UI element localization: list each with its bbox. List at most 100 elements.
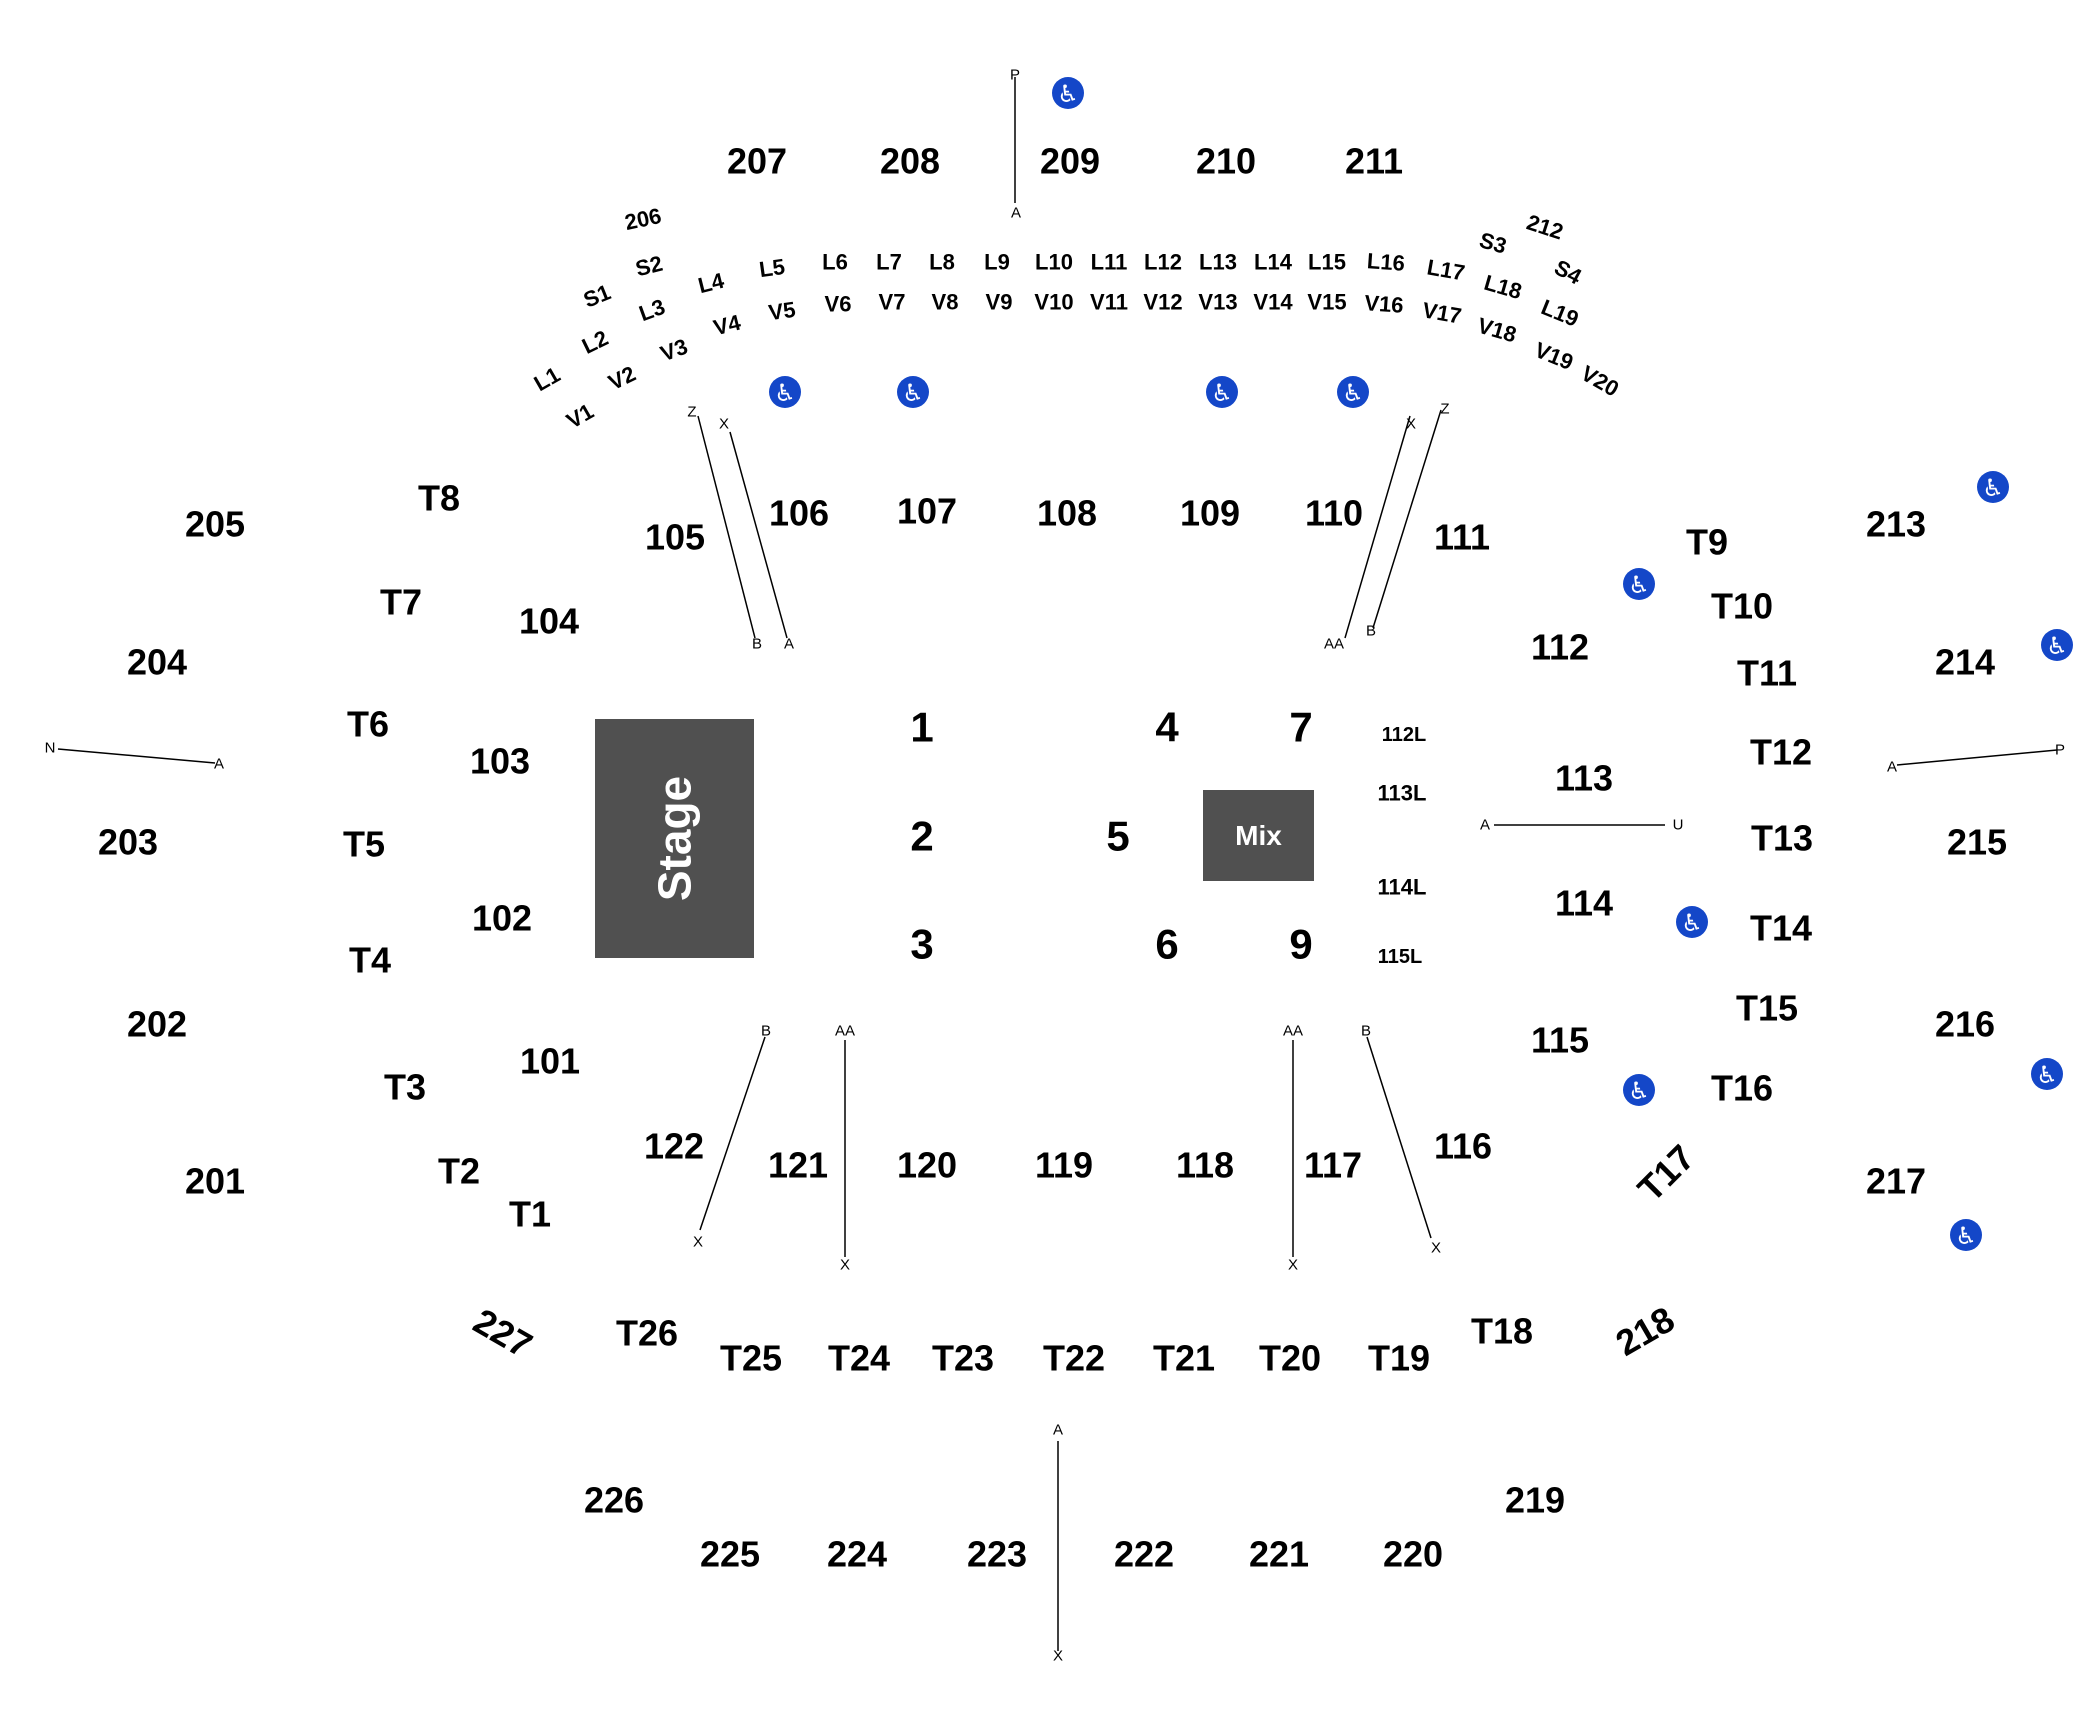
section-117[interactable]: 117 xyxy=(1304,1145,1362,1186)
section-t9[interactable]: T9 xyxy=(1686,522,1728,563)
section-107[interactable]: 107 xyxy=(897,491,957,532)
section-t25[interactable]: T25 xyxy=(720,1338,782,1379)
section-212[interactable]: 212 xyxy=(1524,209,1567,244)
section-219[interactable]: 219 xyxy=(1505,1480,1565,1521)
section-103[interactable]: 103 xyxy=(470,741,530,782)
section-203[interactable]: 203 xyxy=(98,822,158,863)
section-t1[interactable]: T1 xyxy=(509,1194,551,1235)
section-s1[interactable]: S1 xyxy=(580,279,614,312)
section-v9[interactable]: V9 xyxy=(986,290,1013,315)
section-s4[interactable]: S4 xyxy=(1550,255,1586,290)
section-2[interactable]: 2 xyxy=(910,813,933,860)
section-v17[interactable]: V17 xyxy=(1421,297,1464,328)
section-v5[interactable]: V5 xyxy=(767,297,797,326)
section-225[interactable]: 225 xyxy=(700,1534,760,1575)
section-v11[interactable]: V11 xyxy=(1090,290,1128,315)
section-l17[interactable]: L17 xyxy=(1425,254,1467,285)
section-111[interactable]: 111 xyxy=(1434,517,1490,558)
section-112l[interactable]: 112L xyxy=(1382,724,1426,746)
section-v12[interactable]: V12 xyxy=(1143,290,1182,315)
section-t11[interactable]: T11 xyxy=(1737,653,1797,694)
section-t22[interactable]: T22 xyxy=(1043,1338,1105,1379)
section-l1[interactable]: L1 xyxy=(530,362,565,396)
section-t17[interactable]: T17 xyxy=(1630,1137,1703,1210)
section-110[interactable]: 110 xyxy=(1305,493,1363,534)
section-t4[interactable]: T4 xyxy=(349,940,391,981)
section-109[interactable]: 109 xyxy=(1180,493,1240,534)
section-201[interactable]: 201 xyxy=(185,1161,245,1202)
section-t18[interactable]: T18 xyxy=(1471,1311,1533,1352)
section-5[interactable]: 5 xyxy=(1106,813,1129,860)
section-t15[interactable]: T15 xyxy=(1736,988,1798,1029)
section-l4[interactable]: L4 xyxy=(696,268,728,299)
section-227[interactable]: 227 xyxy=(467,1300,540,1366)
section-114[interactable]: 114 xyxy=(1555,883,1613,924)
section-l8[interactable]: L8 xyxy=(929,250,955,275)
section-9[interactable]: 9 xyxy=(1289,921,1312,968)
section-115[interactable]: 115 xyxy=(1531,1020,1589,1061)
section-v4[interactable]: V4 xyxy=(711,309,744,340)
section-t21[interactable]: T21 xyxy=(1153,1338,1215,1379)
section-v16[interactable]: V16 xyxy=(1364,290,1405,318)
section-7[interactable]: 7 xyxy=(1289,704,1312,751)
section-120[interactable]: 120 xyxy=(897,1145,957,1186)
section-t6[interactable]: T6 xyxy=(347,704,389,745)
section-t7[interactable]: T7 xyxy=(380,582,422,623)
section-215[interactable]: 215 xyxy=(1947,822,2007,863)
section-t26[interactable]: T26 xyxy=(616,1313,678,1354)
section-t10[interactable]: T10 xyxy=(1711,586,1773,627)
section-l12[interactable]: L12 xyxy=(1144,250,1182,275)
section-202[interactable]: 202 xyxy=(127,1004,187,1045)
section-t8[interactable]: T8 xyxy=(418,478,460,519)
section-s3[interactable]: S3 xyxy=(1477,227,1510,258)
section-v7[interactable]: V7 xyxy=(879,290,906,315)
section-121[interactable]: 121 xyxy=(768,1145,828,1186)
section-v2[interactable]: V2 xyxy=(604,361,639,395)
section-l11[interactable]: L11 xyxy=(1091,250,1128,275)
section-1[interactable]: 1 xyxy=(910,704,933,751)
section-t23[interactable]: T23 xyxy=(932,1338,994,1379)
section-t20[interactable]: T20 xyxy=(1259,1338,1321,1379)
section-l6[interactable]: L6 xyxy=(822,250,848,275)
section-113[interactable]: 113 xyxy=(1555,758,1613,799)
section-t5[interactable]: T5 xyxy=(343,824,385,865)
section-v14[interactable]: V14 xyxy=(1253,290,1293,315)
section-l14[interactable]: L14 xyxy=(1254,250,1293,275)
section-t2[interactable]: T2 xyxy=(438,1151,480,1192)
section-115l[interactable]: 115L xyxy=(1378,946,1422,968)
section-l9[interactable]: L9 xyxy=(984,250,1010,275)
section-204[interactable]: 204 xyxy=(127,642,187,683)
section-122[interactable]: 122 xyxy=(644,1126,704,1167)
section-207[interactable]: 207 xyxy=(727,141,787,182)
section-210[interactable]: 210 xyxy=(1196,141,1256,182)
section-t12[interactable]: T12 xyxy=(1750,732,1812,773)
section-106[interactable]: 106 xyxy=(769,493,829,534)
section-113l[interactable]: 113L xyxy=(1378,781,1427,806)
section-l5[interactable]: L5 xyxy=(758,254,787,282)
section-206[interactable]: 206 xyxy=(622,203,663,235)
section-v8[interactable]: V8 xyxy=(932,290,959,315)
section-214[interactable]: 214 xyxy=(1935,642,1995,683)
section-108[interactable]: 108 xyxy=(1037,493,1097,534)
section-t19[interactable]: T19 xyxy=(1368,1338,1430,1379)
section-208[interactable]: 208 xyxy=(880,141,940,182)
section-v6[interactable]: V6 xyxy=(825,292,852,317)
section-116[interactable]: 116 xyxy=(1434,1126,1492,1167)
section-213[interactable]: 213 xyxy=(1866,504,1926,545)
section-211[interactable]: 211 xyxy=(1345,141,1403,182)
section-104[interactable]: 104 xyxy=(519,601,579,642)
section-224[interactable]: 224 xyxy=(827,1534,887,1575)
section-l7[interactable]: L7 xyxy=(876,250,902,275)
section-105[interactable]: 105 xyxy=(645,517,705,558)
section-v13[interactable]: V13 xyxy=(1198,290,1237,315)
section-l13[interactable]: L13 xyxy=(1199,250,1237,275)
section-l3[interactable]: L3 xyxy=(636,294,669,326)
section-t13[interactable]: T13 xyxy=(1751,818,1813,859)
section-101[interactable]: 101 xyxy=(520,1041,580,1082)
section-223[interactable]: 223 xyxy=(967,1534,1027,1575)
section-v20[interactable]: V20 xyxy=(1577,360,1623,401)
section-209[interactable]: 209 xyxy=(1040,141,1100,182)
section-t3[interactable]: T3 xyxy=(384,1067,426,1108)
section-226[interactable]: 226 xyxy=(584,1480,644,1521)
section-4[interactable]: 4 xyxy=(1155,704,1179,751)
